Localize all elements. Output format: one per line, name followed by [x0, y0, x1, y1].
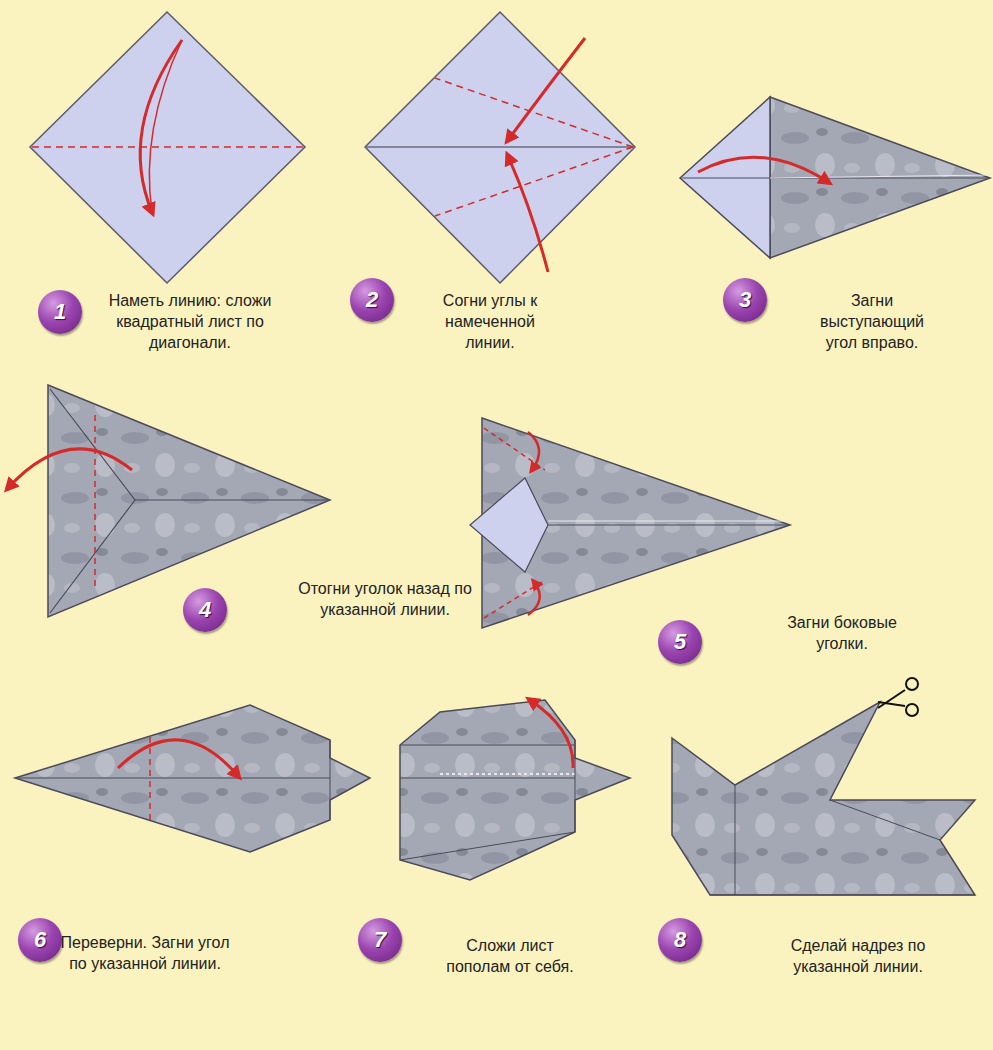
- step-caption: Переверни. Загни угол по указанной линии…: [58, 932, 233, 974]
- step-caption: Сложи лист пополам от себя.: [440, 935, 580, 977]
- step7-figure-part: [575, 740, 576, 832]
- step2-figure-part: [435, 78, 633, 147]
- step5-figure-part: [528, 582, 540, 615]
- step7-figure: [400, 700, 630, 880]
- step4-figure-part: [8, 449, 132, 488]
- step2-figure: [365, 12, 635, 283]
- step1-figure-part: [30, 12, 305, 283]
- step5-figure: [470, 418, 790, 628]
- step8-figure: [672, 702, 975, 895]
- step7-figure-part: [530, 700, 573, 768]
- step5-figure-part: [470, 478, 548, 572]
- step-badge: 7Сложи лист пополам от себя.: [358, 918, 402, 962]
- step8-figure-part: [735, 785, 736, 895]
- step-number: 7: [358, 918, 402, 962]
- step3-figure-part: [698, 157, 828, 182]
- scissors-icon-part: [878, 702, 905, 706]
- step-badge: 3Загни выступающий угол вправо.: [723, 278, 767, 322]
- step3-figure-part: [770, 175, 990, 178]
- step-number: 2: [350, 278, 394, 322]
- step6-figure-part: [15, 705, 370, 852]
- step3-figure: [680, 97, 990, 258]
- step2-figure-part: [508, 156, 548, 272]
- step2-figure-part: [435, 147, 633, 216]
- step-caption: Сделай надрез по указанной линии.: [768, 935, 948, 977]
- step7-figure-part: [400, 700, 630, 880]
- step5-figure-part: [548, 521, 788, 522]
- step-badge: 4Отогни уголок назад по указанной линии.: [183, 588, 227, 632]
- step7-figure-part: [400, 778, 575, 779]
- step2-figure-part: [508, 38, 585, 140]
- step-number: 4: [183, 588, 227, 632]
- step-badge: 2Согни углы к намеченной линии.: [350, 278, 394, 322]
- step-caption: Согни углы к намеченной линии.: [420, 290, 560, 353]
- step1-figure-part: [149, 40, 182, 212]
- step7-figure-part: [400, 832, 575, 860]
- step4-figure-part: [48, 385, 330, 617]
- step-number: 8: [658, 918, 702, 962]
- step-badge: 5Загни боковые уголки.: [658, 620, 702, 664]
- step6-figure-part: [149, 737, 151, 820]
- scissors-icon: [878, 678, 918, 716]
- scissors-icon-part: [878, 690, 905, 708]
- step5-figure-part: [484, 580, 545, 618]
- step8-figure-part: [672, 702, 975, 895]
- step-badge: 1Наметь линию: сложи квадратный лист по …: [38, 290, 82, 334]
- step7-figure-part: [400, 745, 575, 746]
- step4-figure-part: [50, 389, 135, 613]
- step-number: 3: [723, 278, 767, 322]
- step-caption: Загни выступающий угол вправо.: [805, 290, 940, 353]
- scissors-icon-part: [906, 704, 918, 716]
- step-badge: 8Сделай надрез по указанной линии.: [658, 918, 702, 962]
- step5-figure-part: [548, 524, 788, 525]
- step4-figure: [8, 385, 330, 617]
- step5-figure-part: [484, 428, 545, 470]
- step8-figure-part: [710, 895, 975, 896]
- step6-figure-part: [118, 740, 238, 776]
- step3-figure-part: [682, 178, 988, 179]
- step7-figure-part: [440, 773, 575, 775]
- step6-figure-part: [17, 778, 330, 779]
- step1-figure: [30, 12, 305, 283]
- step6-figure-part: [330, 740, 331, 820]
- step4-figure-part: [135, 499, 328, 500]
- step-badge: 6Переверни. Загни угол по указанной лини…: [18, 918, 62, 962]
- step-caption: Загни боковые уголки.: [767, 612, 917, 654]
- step2-figure-part: [365, 12, 635, 283]
- step8-figure-part: [830, 800, 940, 840]
- step4-figure-part: [94, 415, 96, 590]
- step5-figure-part: [528, 432, 539, 470]
- step6-figure: [15, 705, 370, 852]
- scissors-icon-part: [906, 678, 918, 690]
- step2-figure-part: [365, 146, 635, 148]
- step-number: 5: [658, 620, 702, 664]
- step1-figure-part: [140, 40, 182, 212]
- step1-figure-part: [32, 146, 303, 148]
- step-number: 6: [18, 918, 62, 962]
- step-caption: Отогни уголок назад по указанной линии.: [298, 578, 473, 620]
- step-number: 1: [38, 290, 82, 334]
- step-caption: Наметь линию: сложи квадратный лист по д…: [103, 290, 278, 353]
